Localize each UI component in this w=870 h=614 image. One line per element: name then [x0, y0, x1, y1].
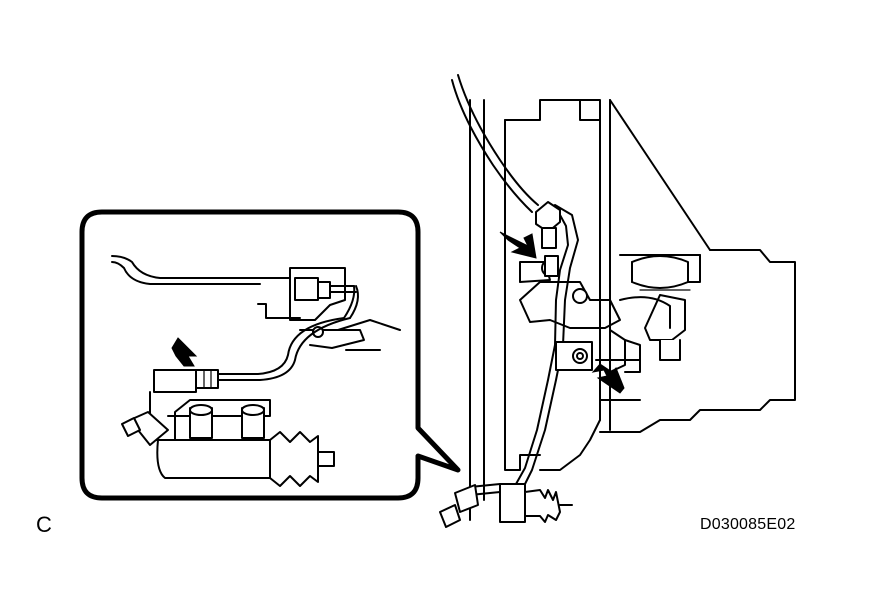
- view-letter-label: C: [36, 512, 52, 537]
- detail-release-cylinder: [121, 369, 335, 487]
- detail-callout-frame: [79, 209, 461, 501]
- clutch-cable: [451, 74, 539, 213]
- transmission-housing: [469, 99, 796, 521]
- arrow-upper-union: [499, 231, 537, 259]
- detail-hard-line: [111, 255, 401, 381]
- arrow-clamp-bracket: [591, 363, 625, 394]
- release-cylinder-main: [439, 483, 573, 528]
- figure-code-label: D030085E02: [700, 516, 796, 533]
- main-callout-arrows: [499, 231, 625, 394]
- detail-callout-arrow: [171, 337, 198, 367]
